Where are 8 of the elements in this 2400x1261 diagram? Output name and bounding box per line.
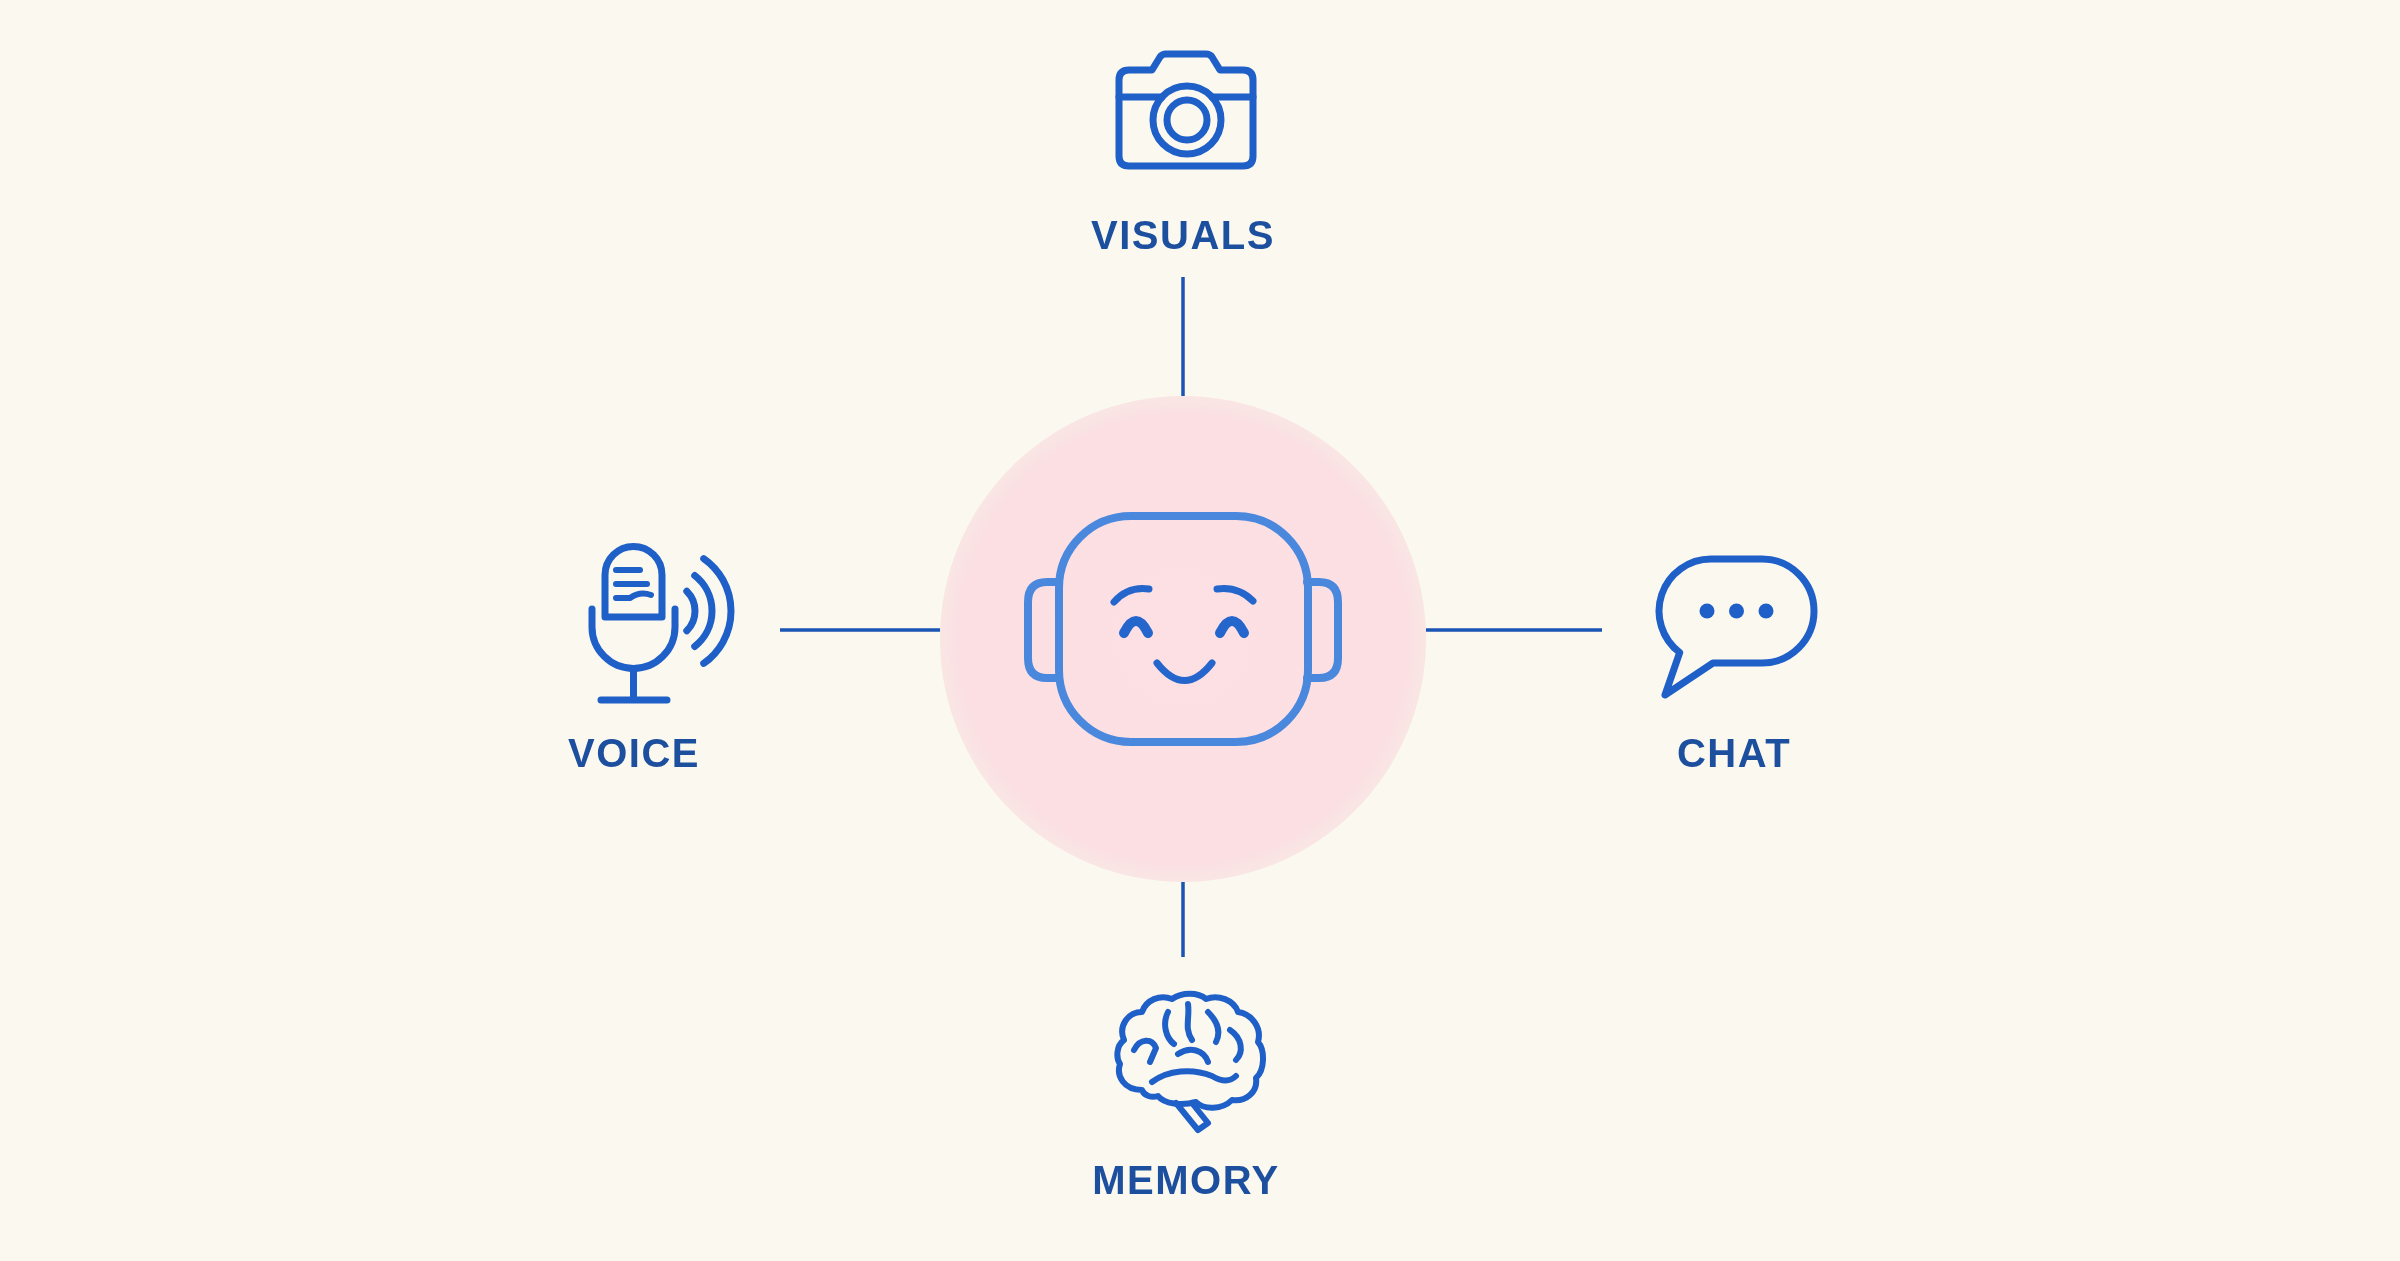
node-label: VISUALS bbox=[1091, 212, 1275, 259]
connector-line bbox=[1425, 628, 1602, 632]
connector-line bbox=[1181, 277, 1185, 396]
node-label: CHAT bbox=[1676, 730, 1792, 777]
connector-line bbox=[780, 628, 941, 632]
connector-line bbox=[1181, 882, 1185, 957]
node-label: MEMORY bbox=[1092, 1157, 1280, 1204]
node-label: VOICE bbox=[568, 730, 700, 777]
